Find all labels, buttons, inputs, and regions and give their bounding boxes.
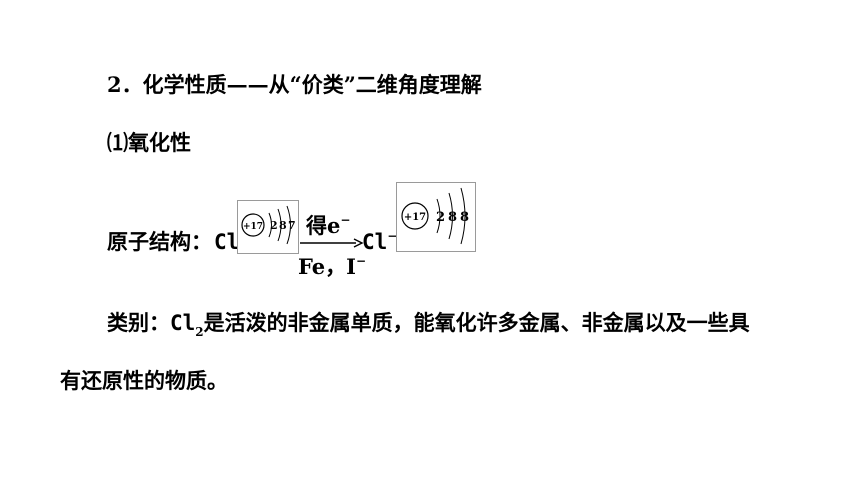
- subheading-oxidation: ⑴氧化性: [107, 130, 191, 155]
- reaction-arrow-icon: [300, 238, 364, 248]
- product-symbol: Cl−: [362, 229, 398, 254]
- cl-ion-nucleus: +17: [404, 212, 426, 223]
- reactant-symbol: Cl: [214, 230, 240, 254]
- cl-ion-shell-1: 2: [436, 210, 445, 225]
- cl-atom-shell-1: 2: [270, 219, 278, 232]
- cl-atom-shell-2: 8: [279, 219, 287, 232]
- cl-atom-nucleus: +17: [243, 222, 263, 232]
- category-line-2: 有还原性的物质。: [60, 368, 228, 393]
- arrow-condition-top: 得e−: [306, 213, 351, 238]
- category-line-1: 类别：Cl2是活泼的非金属单质，能氧化许多金属、非金属以及一些具: [107, 310, 750, 339]
- cl-ion-structure-icon: +17 2 8 8: [401, 187, 469, 245]
- atomic-structure-label: 原子结构：: [107, 229, 212, 254]
- cl-atom-diagram: +17 2 8 7: [237, 200, 299, 254]
- cl-atom-structure-icon: +17 2 8 7: [241, 205, 296, 245]
- cl-ion-shell-2: 8: [448, 210, 457, 225]
- section-heading: 2．化学性质——从“价类”二维角度理解: [107, 72, 482, 97]
- arrow-condition-bottom: Fe，I−: [298, 254, 367, 279]
- cl-ion-shell-3: 8: [460, 210, 469, 225]
- cl-ion-diagram: +17 2 8 8: [396, 182, 476, 252]
- cl-atom-shell-3: 7: [288, 219, 296, 232]
